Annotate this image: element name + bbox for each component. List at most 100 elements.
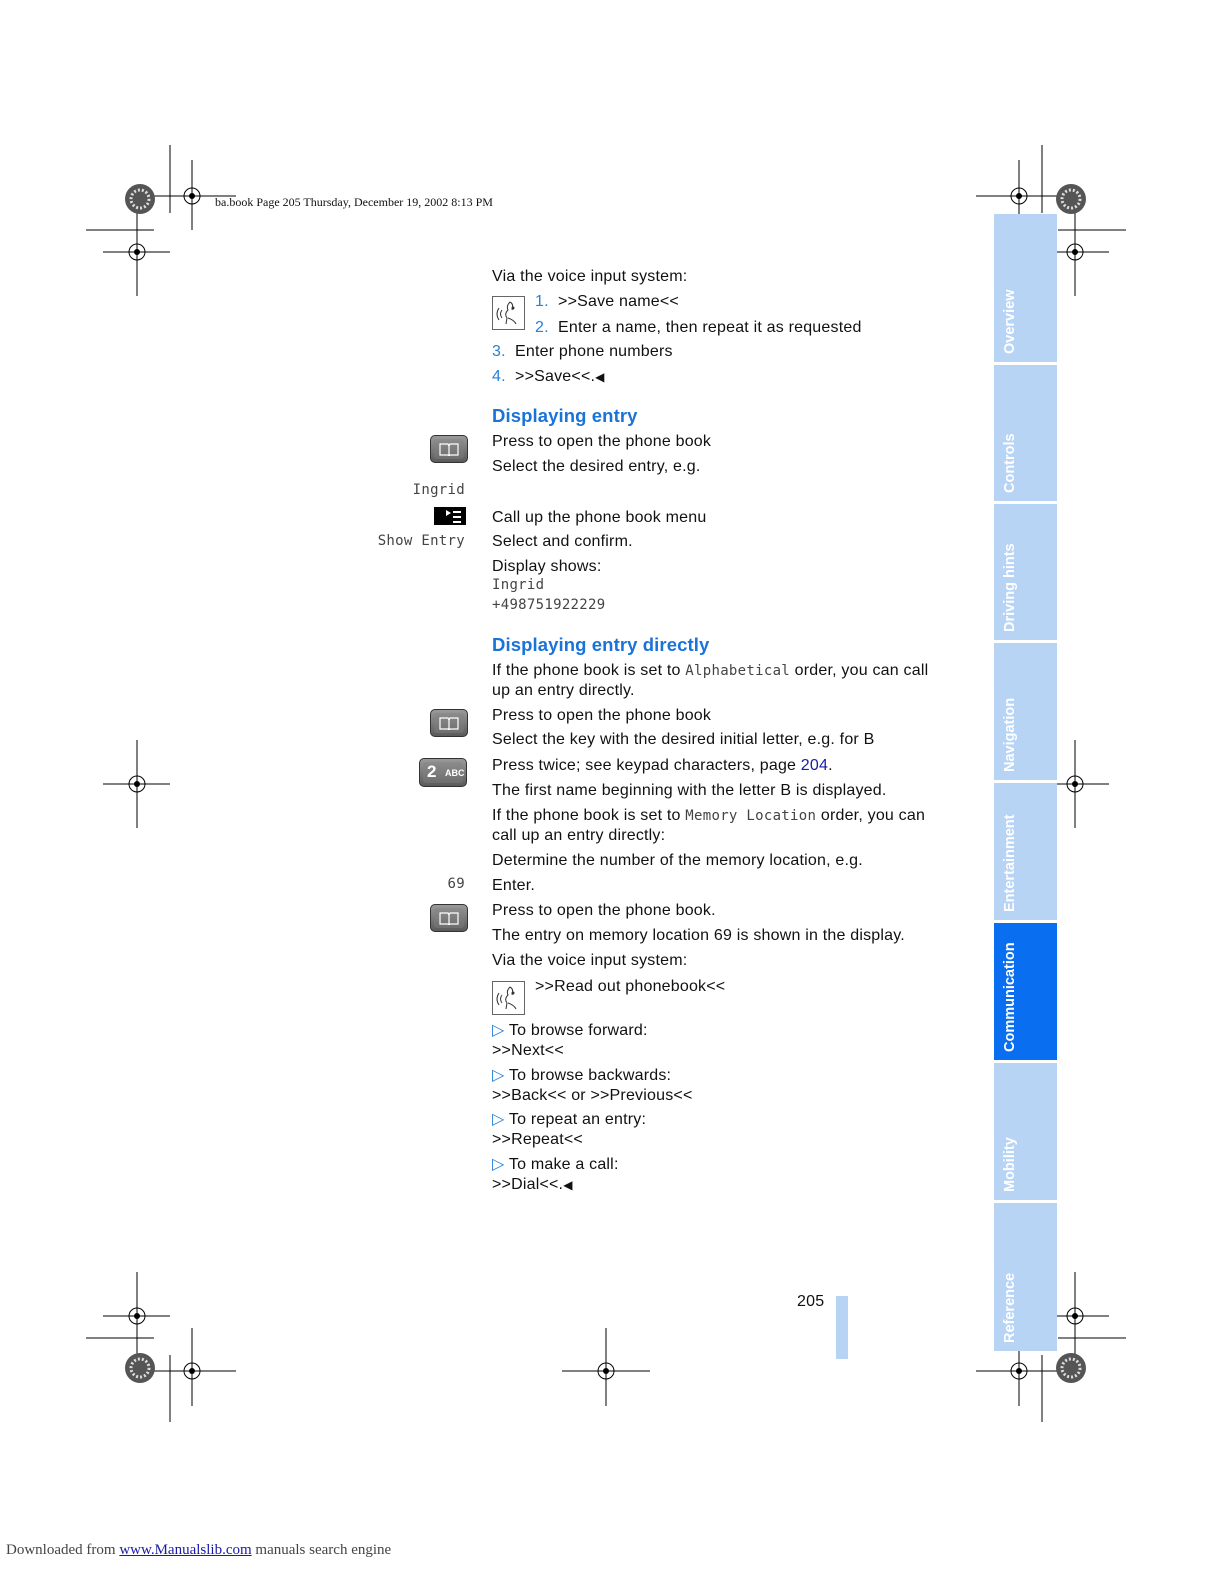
call-phonebook-menu: Call up the phone book menu xyxy=(492,509,707,526)
display-name: Ingrid xyxy=(492,577,545,593)
via-voice: Via the voice input system: xyxy=(492,952,688,969)
footer: Downloaded from www.Manualslib.com manua… xyxy=(6,1542,391,1559)
voice-step-4: 4. >>Save<<.◀ xyxy=(492,367,605,387)
determine-number: Determine the number of the memory locat… xyxy=(492,852,863,869)
bullet-make-call: ▷ To make a call: xyxy=(492,1155,619,1175)
cmd-dial: >>Dial<<.◀ xyxy=(492,1175,573,1195)
voice-command-icon xyxy=(492,296,525,330)
step-text: >>Save<<. xyxy=(515,368,596,385)
bullet-text: To repeat an entry: xyxy=(508,1111,647,1128)
book-icon xyxy=(439,443,459,456)
memory-paragraph-cont: call up an entry directly: xyxy=(492,827,666,844)
read-out-phonebook: >>Read out phonebook<< xyxy=(535,978,726,995)
triangle-bullet-icon: ▷ xyxy=(492,1156,505,1173)
phonebook-button[interactable] xyxy=(430,435,468,463)
lcd-69: 69 xyxy=(447,876,465,892)
file-info-header: ba.book Page 205 Thursday, December 19, … xyxy=(215,195,493,209)
triangle-bullet-icon: ▷ xyxy=(492,1022,505,1039)
step-text: Enter a name, then repeat it as requeste… xyxy=(558,319,862,336)
tab-label: Controls xyxy=(1001,433,1018,493)
step-number: 3. xyxy=(492,343,506,360)
phonebook-button[interactable] xyxy=(430,904,468,932)
page-number-bar xyxy=(836,1296,848,1359)
lcd-name: Ingrid xyxy=(412,482,465,498)
step-text: >>Save name<< xyxy=(558,293,679,310)
menu-icon xyxy=(446,510,461,523)
tab-label: Mobility xyxy=(1001,1137,1018,1192)
tab-label: Entertainment xyxy=(1001,814,1018,913)
press-open-phonebook: Press to open the phone book xyxy=(492,707,712,724)
end-marker-icon: ◀ xyxy=(563,1178,573,1192)
tab-driving-hints[interactable]: Driving hints xyxy=(994,504,1057,640)
bullet-repeat-entry: ▷ To repeat an entry: xyxy=(492,1110,646,1130)
triangle-bullet-icon: ▷ xyxy=(492,1111,505,1128)
tab-entertainment[interactable]: Entertainment xyxy=(994,783,1057,920)
lcd-inline: Alphabetical xyxy=(685,663,791,679)
enter-text: Enter. xyxy=(492,877,536,894)
first-name-displayed: The first name beginning with the letter… xyxy=(492,782,887,799)
paragraph-text: order, you can xyxy=(816,807,926,824)
bullet-text: To make a call: xyxy=(508,1156,619,1173)
press-open-phonebook: Press to open the phone book xyxy=(492,433,712,450)
alphabetical-paragraph-cont: up an entry directly. xyxy=(492,682,635,699)
tab-overview[interactable]: Overview xyxy=(994,214,1057,362)
step-text: Enter phone numbers xyxy=(515,343,673,360)
step-number: 4. xyxy=(492,368,506,385)
heading-displaying-entry: Displaying entry xyxy=(492,405,638,426)
voice-step-2: 2. Enter a name, then repeat it as reque… xyxy=(535,318,862,338)
cmd-next: >>Next<< xyxy=(492,1042,564,1059)
voice-step-3: 3. Enter phone numbers xyxy=(492,342,673,362)
period: . xyxy=(828,757,833,774)
menu-button[interactable] xyxy=(434,507,466,525)
key-number: 2 xyxy=(427,762,437,781)
book-icon xyxy=(439,912,459,925)
voice-command-icon xyxy=(492,981,525,1015)
press-twice: Press twice; see keypad characters, page… xyxy=(492,756,833,776)
paragraph-text: Press twice; see keypad characters, page xyxy=(492,757,801,774)
press-open-phonebook-2: Press to open the phone book. xyxy=(492,902,716,919)
key-2-abc-button[interactable]: 2 ABC xyxy=(419,758,467,787)
bullet-text: >>Dial<<. xyxy=(492,1176,564,1193)
bullet-text: To browse forward: xyxy=(508,1022,648,1039)
paragraph-text: If the phone book is set to xyxy=(492,807,686,824)
tab-communication[interactable]: Communication xyxy=(994,923,1057,1060)
paragraph-text: order, you can call xyxy=(790,662,929,679)
display-shows: Display shows: xyxy=(492,558,602,575)
tab-label: Overview xyxy=(1001,289,1018,355)
tab-label: Reference xyxy=(1001,1272,1018,1343)
display-number: +498751922229 xyxy=(492,597,606,613)
entry-shown: The entry on memory location 69 is shown… xyxy=(492,927,905,944)
select-desired-entry: Select the desired entry, e.g. xyxy=(492,458,701,475)
bullet-text: To browse backwards: xyxy=(508,1067,672,1084)
phonebook-button[interactable] xyxy=(430,709,468,737)
tab-navigation[interactable]: Navigation xyxy=(994,643,1057,780)
tab-label: Communication xyxy=(1001,942,1018,1052)
manualslib-link[interactable]: www.Manualslib.com xyxy=(119,1542,252,1558)
voice-step-1: 1. >>Save name<< xyxy=(535,292,679,312)
heading-displaying-entry-directly: Displaying entry directly xyxy=(492,634,710,655)
paragraph-text: If the phone book is set to xyxy=(492,662,686,679)
voice-intro: Via the voice input system: xyxy=(492,268,688,285)
bullet-browse-forward: ▷ To browse forward: xyxy=(492,1021,648,1041)
select-confirm: Select and confirm. xyxy=(492,533,633,550)
tab-mobility[interactable]: Mobility xyxy=(994,1063,1057,1200)
select-key: Select the key with the desired initial … xyxy=(492,731,875,748)
footer-text: manuals search engine xyxy=(251,1542,392,1558)
tab-label: Navigation xyxy=(1001,697,1018,772)
end-marker-icon: ◀ xyxy=(595,370,605,384)
tab-label: Driving hints xyxy=(1001,543,1018,632)
cmd-back-previous: >>Back<< or >>Previous<< xyxy=(492,1087,693,1104)
page-ref-link[interactable]: 204 xyxy=(800,757,829,774)
page-number: 205 xyxy=(797,1293,825,1310)
lcd-show-entry: Show Entry xyxy=(377,533,465,549)
cmd-repeat: >>Repeat<< xyxy=(492,1131,583,1148)
tab-controls[interactable]: Controls xyxy=(994,365,1057,501)
step-number: 2. xyxy=(535,319,549,336)
lcd-inline: Memory Location xyxy=(685,808,817,824)
step-number: 1. xyxy=(535,293,549,310)
tab-reference[interactable]: Reference xyxy=(994,1203,1057,1351)
triangle-bullet-icon: ▷ xyxy=(492,1067,505,1084)
footer-text: Downloaded from xyxy=(6,1542,120,1558)
key-letters: ABC xyxy=(445,768,465,778)
